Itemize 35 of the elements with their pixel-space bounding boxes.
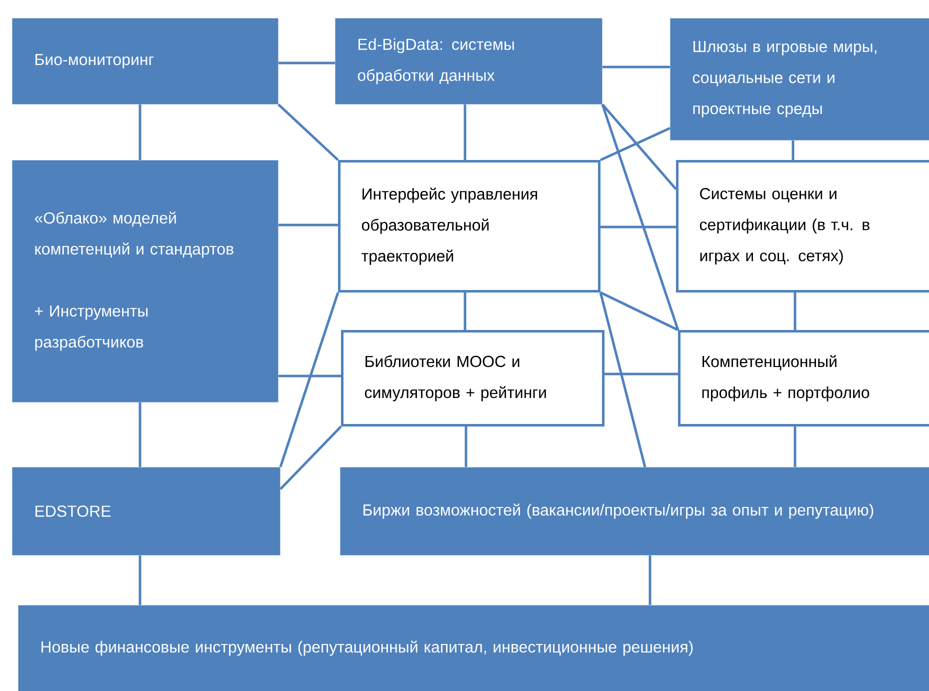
connector-line: [278, 62, 335, 64]
connector-line: [138, 104, 142, 160]
connector-line: [600, 127, 671, 162]
filled-box: Новые финансовые инструменты (репутационный капитал, инвестиционные решения): [18, 605, 929, 691]
connector-line: [278, 103, 339, 161]
connector-line: [278, 224, 338, 226]
connector-line: [601, 104, 677, 190]
connector-line: [279, 292, 340, 468]
connector-line: [464, 426, 468, 467]
connector-line: [464, 104, 466, 160]
connector-line: [648, 555, 652, 605]
connector-line: [599, 292, 646, 468]
connector-line: [280, 426, 342, 490]
outlined-box: Библиотеки MOOC и симуляторов + рейтинги: [341, 330, 604, 426]
filled-box: Био-мониторинг: [12, 18, 278, 104]
connector-line: [602, 66, 670, 68]
outlined-box: Интерфейс управления образовательной траекторией: [338, 160, 600, 292]
filled-box: «Облако» моделей компетенций и стандартов + Инструменты разработчиков: [12, 160, 278, 402]
connector-line: [600, 291, 679, 332]
outlined-box: Системы оценки и сертификации (в т.ч. в играх и соц. сетях): [676, 160, 929, 292]
connector-line: [600, 226, 676, 228]
connector-line: [278, 374, 341, 378]
filled-box: Шлюзы в игровые миры, социальные сети и проектные среды: [670, 18, 929, 140]
connector-line: [138, 555, 142, 605]
connector-line: [794, 426, 796, 467]
filled-box: Биржи возможностей (вакансии/проекты/игры за опыт и репутацию): [340, 467, 929, 556]
connector-line: [604, 372, 678, 376]
filled-box: EDSTORE: [12, 467, 280, 556]
connector-line: [792, 140, 794, 160]
connector-line: [138, 402, 142, 467]
connector-line: [601, 104, 680, 330]
filled-box: Ed-BigData: системы обработки данных: [335, 18, 602, 104]
connector-line: [794, 292, 796, 330]
connector-line: [464, 292, 466, 330]
outlined-box: Компетенционный профиль + портфолио: [678, 330, 929, 426]
